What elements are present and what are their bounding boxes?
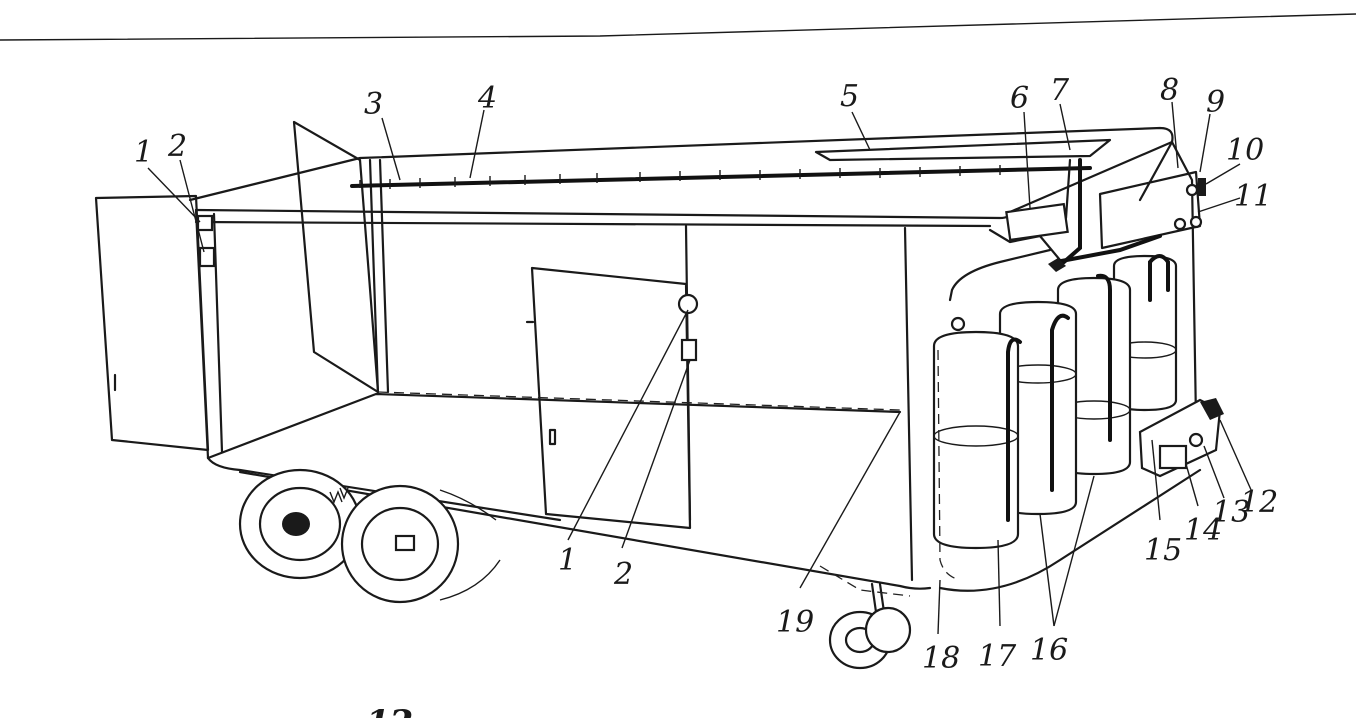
label-2-rear: 2 [167, 129, 187, 164]
label-13: 13 [1212, 495, 1250, 530]
gas-cylinders [932, 254, 1178, 550]
side-valves [677, 293, 699, 362]
front-dolly [819, 565, 912, 670]
label-18: 18 [922, 641, 960, 676]
leader-lines [147, 101, 1253, 635]
side-door [525, 224, 692, 530]
spray-pipe [350, 165, 1092, 189]
rear-valves [196, 214, 216, 268]
trailer-body [188, 120, 1202, 592]
label-16: 16 [1030, 633, 1068, 668]
tank-outline [937, 349, 961, 581]
gas-panel [1098, 170, 1206, 250]
label-4: 4 [477, 81, 497, 116]
pump-unit [1138, 398, 1224, 478]
floor-dash [377, 391, 901, 411]
page-top-rule [0, 13, 1356, 41]
label-3: 3 [364, 87, 383, 122]
label-1-side: 1 [558, 543, 577, 578]
label-14: 14 [1184, 513, 1222, 548]
rear-door [94, 194, 210, 452]
label-19: 19 [776, 605, 814, 640]
label-9: 9 [1206, 85, 1225, 120]
label-5: 5 [840, 79, 859, 114]
gas-lines [948, 158, 1162, 302]
label-8: 8 [1160, 73, 1179, 108]
label-7: 7 [1050, 73, 1070, 108]
label-12: 12 [1240, 485, 1278, 520]
label-2-side: 2 [613, 557, 633, 592]
figure-caption: 12 [366, 703, 413, 718]
label-15: 15 [1144, 533, 1182, 568]
label-1-rear: 1 [134, 135, 153, 170]
roof-hatch [814, 138, 1112, 162]
label-17: 17 [978, 639, 1017, 674]
label-11: 11 [1234, 179, 1272, 214]
rear-wheels [238, 468, 501, 604]
label-10: 10 [1226, 133, 1264, 168]
label-6: 6 [1010, 81, 1029, 116]
